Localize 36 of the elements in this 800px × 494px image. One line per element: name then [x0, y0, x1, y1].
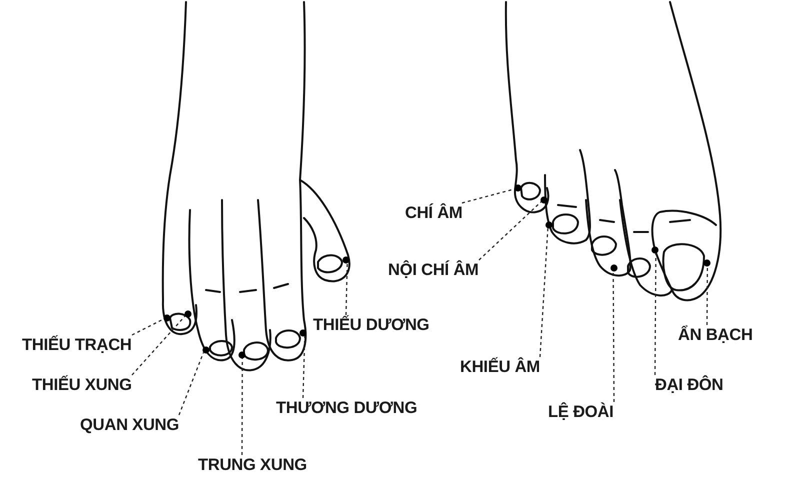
acupoint-dot	[238, 352, 246, 358]
leader-line	[478, 201, 542, 260]
point-label: ẨN BẠCH	[678, 325, 753, 345]
leader-line	[132, 318, 164, 336]
point-label: ĐẠI ĐÔN	[655, 375, 724, 395]
leader-line	[462, 188, 515, 204]
point-label: THIẾU TRẠCH	[22, 335, 132, 355]
point-label: KHIẾU ÂM	[460, 357, 540, 377]
acupoint-dot	[300, 330, 306, 336]
leader-line	[706, 266, 708, 325]
point-label: QUAN XUNG	[80, 415, 180, 435]
point-label: LỆ ĐOÀI	[548, 402, 614, 422]
acupoint-dot	[342, 256, 350, 264]
acupoint-dot	[540, 196, 548, 204]
leader-line	[345, 263, 348, 316]
acupoint-dot	[610, 264, 618, 272]
point-label: CHÍ ÂM	[405, 203, 462, 223]
acupoint-dot	[202, 346, 210, 354]
acupoint-dot	[652, 246, 658, 254]
acupoint-dot	[184, 310, 192, 318]
leader-line	[132, 316, 186, 376]
point-label: THIẾU DƯƠNG	[313, 315, 430, 335]
leader-line	[241, 358, 243, 455]
leader-line	[302, 336, 306, 398]
leader-line	[178, 352, 204, 416]
leader-line	[612, 271, 615, 402]
acupoint-dot	[704, 260, 710, 266]
point-label: THƯƠNG DƯƠNG	[276, 398, 418, 418]
point-label: THIẾU XUNG	[32, 375, 132, 395]
acupoint-dot	[514, 184, 522, 192]
point-label: NỘI CHÍ ÂM	[388, 260, 479, 280]
acupoint-dot	[546, 222, 552, 228]
leader-line	[539, 228, 548, 358]
acupoint-dot	[164, 314, 170, 322]
leader-line	[654, 253, 656, 375]
point-label: TRUNG XUNG	[198, 455, 307, 475]
